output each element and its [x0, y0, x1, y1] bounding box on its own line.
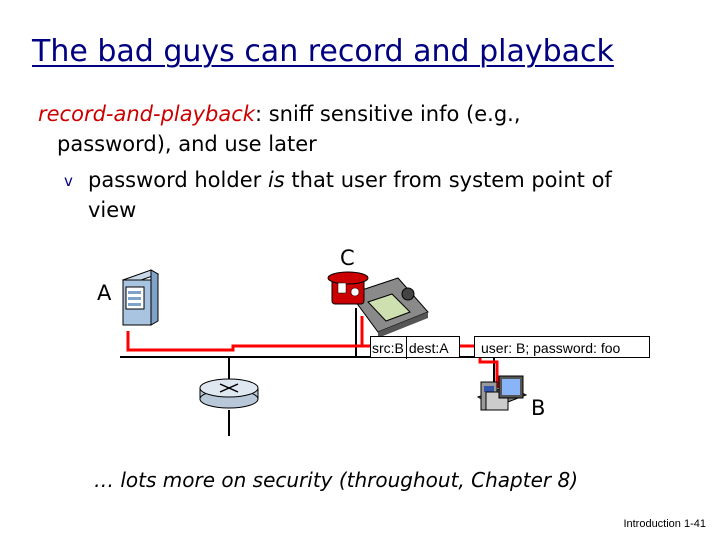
sub-bullet-continuation: view [88, 198, 137, 222]
host-b-workstation-icon [476, 375, 528, 411]
diamond-bullet-icon: v [64, 172, 73, 190]
footer-note: … lots more on security (throughout, Cha… [94, 468, 578, 492]
host-b-label: B [531, 396, 546, 420]
sniffer-device-icon [327, 271, 429, 338]
sub-bullet-post: that user from system point of [284, 168, 612, 192]
page-number: Introduction 1-41 [623, 518, 706, 530]
host-a-label: A [97, 281, 112, 305]
host-a-server-icon [121, 269, 160, 326]
sub-bullet-pre: password holder [88, 168, 268, 192]
slide-title: The bad guys can record and playback [32, 34, 614, 69]
packet-dest: dest:A [408, 340, 449, 356]
packet-payload: user: B; password: foo [474, 336, 650, 358]
router-icon [199, 378, 259, 409]
bullet-record-playback: record-and-playback: sniff sensitive inf… [38, 102, 521, 126]
sub-bullet-password-holder: password holder is that user from system… [88, 168, 612, 192]
sniffed-packet-path [126, 316, 364, 352]
sub-bullet-emphasis: is [267, 168, 285, 192]
packet-src: src:B [372, 340, 404, 356]
host-c-label: C [340, 246, 355, 270]
term-record-and-playback: record-and-playback [38, 102, 255, 126]
network-links [120, 308, 520, 436]
bullet-1-continuation: password), and use later [57, 132, 317, 156]
bullet-1-text: : sniff sensitive info (e.g., [254, 102, 521, 126]
